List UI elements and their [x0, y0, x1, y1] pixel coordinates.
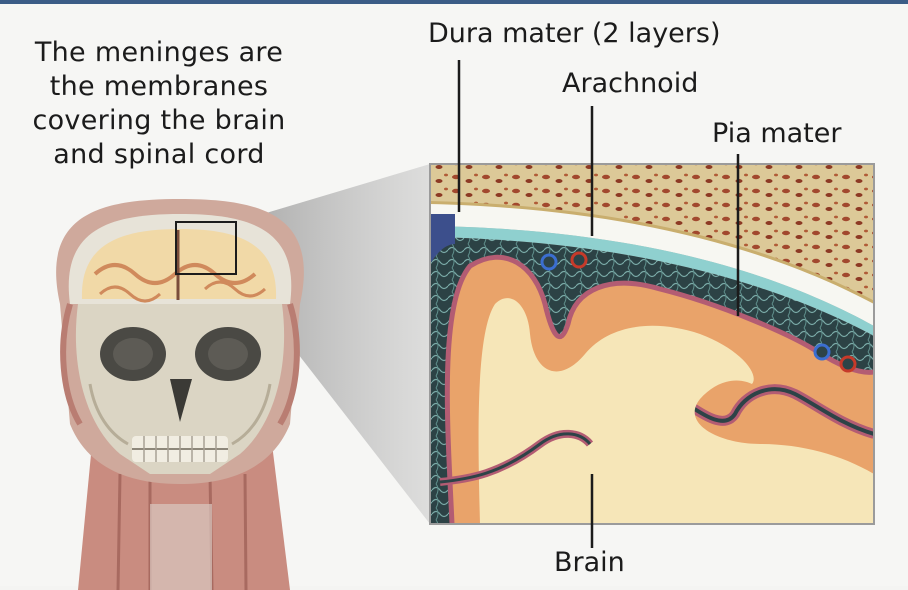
cross-section-border — [429, 163, 875, 525]
white-matter — [478, 298, 874, 524]
intro-line: the membranes — [49, 71, 269, 102]
head-illustration — [56, 199, 304, 590]
intro-line: and spinal cord — [53, 139, 265, 170]
zoom-highlight-box — [175, 221, 237, 275]
intro-line: The meninges are — [34, 37, 284, 68]
brain-label: Brain — [554, 547, 625, 578]
cross-section-panel — [430, 164, 874, 524]
arachnoid-membrane — [430, 226, 874, 336]
pia-mater-line — [444, 254, 874, 524]
dura-mater-label: Dura mater (2 layers) — [428, 18, 721, 49]
intro-line: covering the brain — [32, 105, 286, 136]
pia-mater-label: Pia mater — [712, 118, 842, 149]
skull-bone-layer — [430, 164, 874, 304]
intro-caption: The meninges are the membranes covering … — [4, 36, 314, 172]
meninges-illustration — [56, 60, 875, 590]
arachnoid-label: Arachnoid — [562, 68, 699, 99]
dura-mater-layer — [430, 204, 874, 326]
